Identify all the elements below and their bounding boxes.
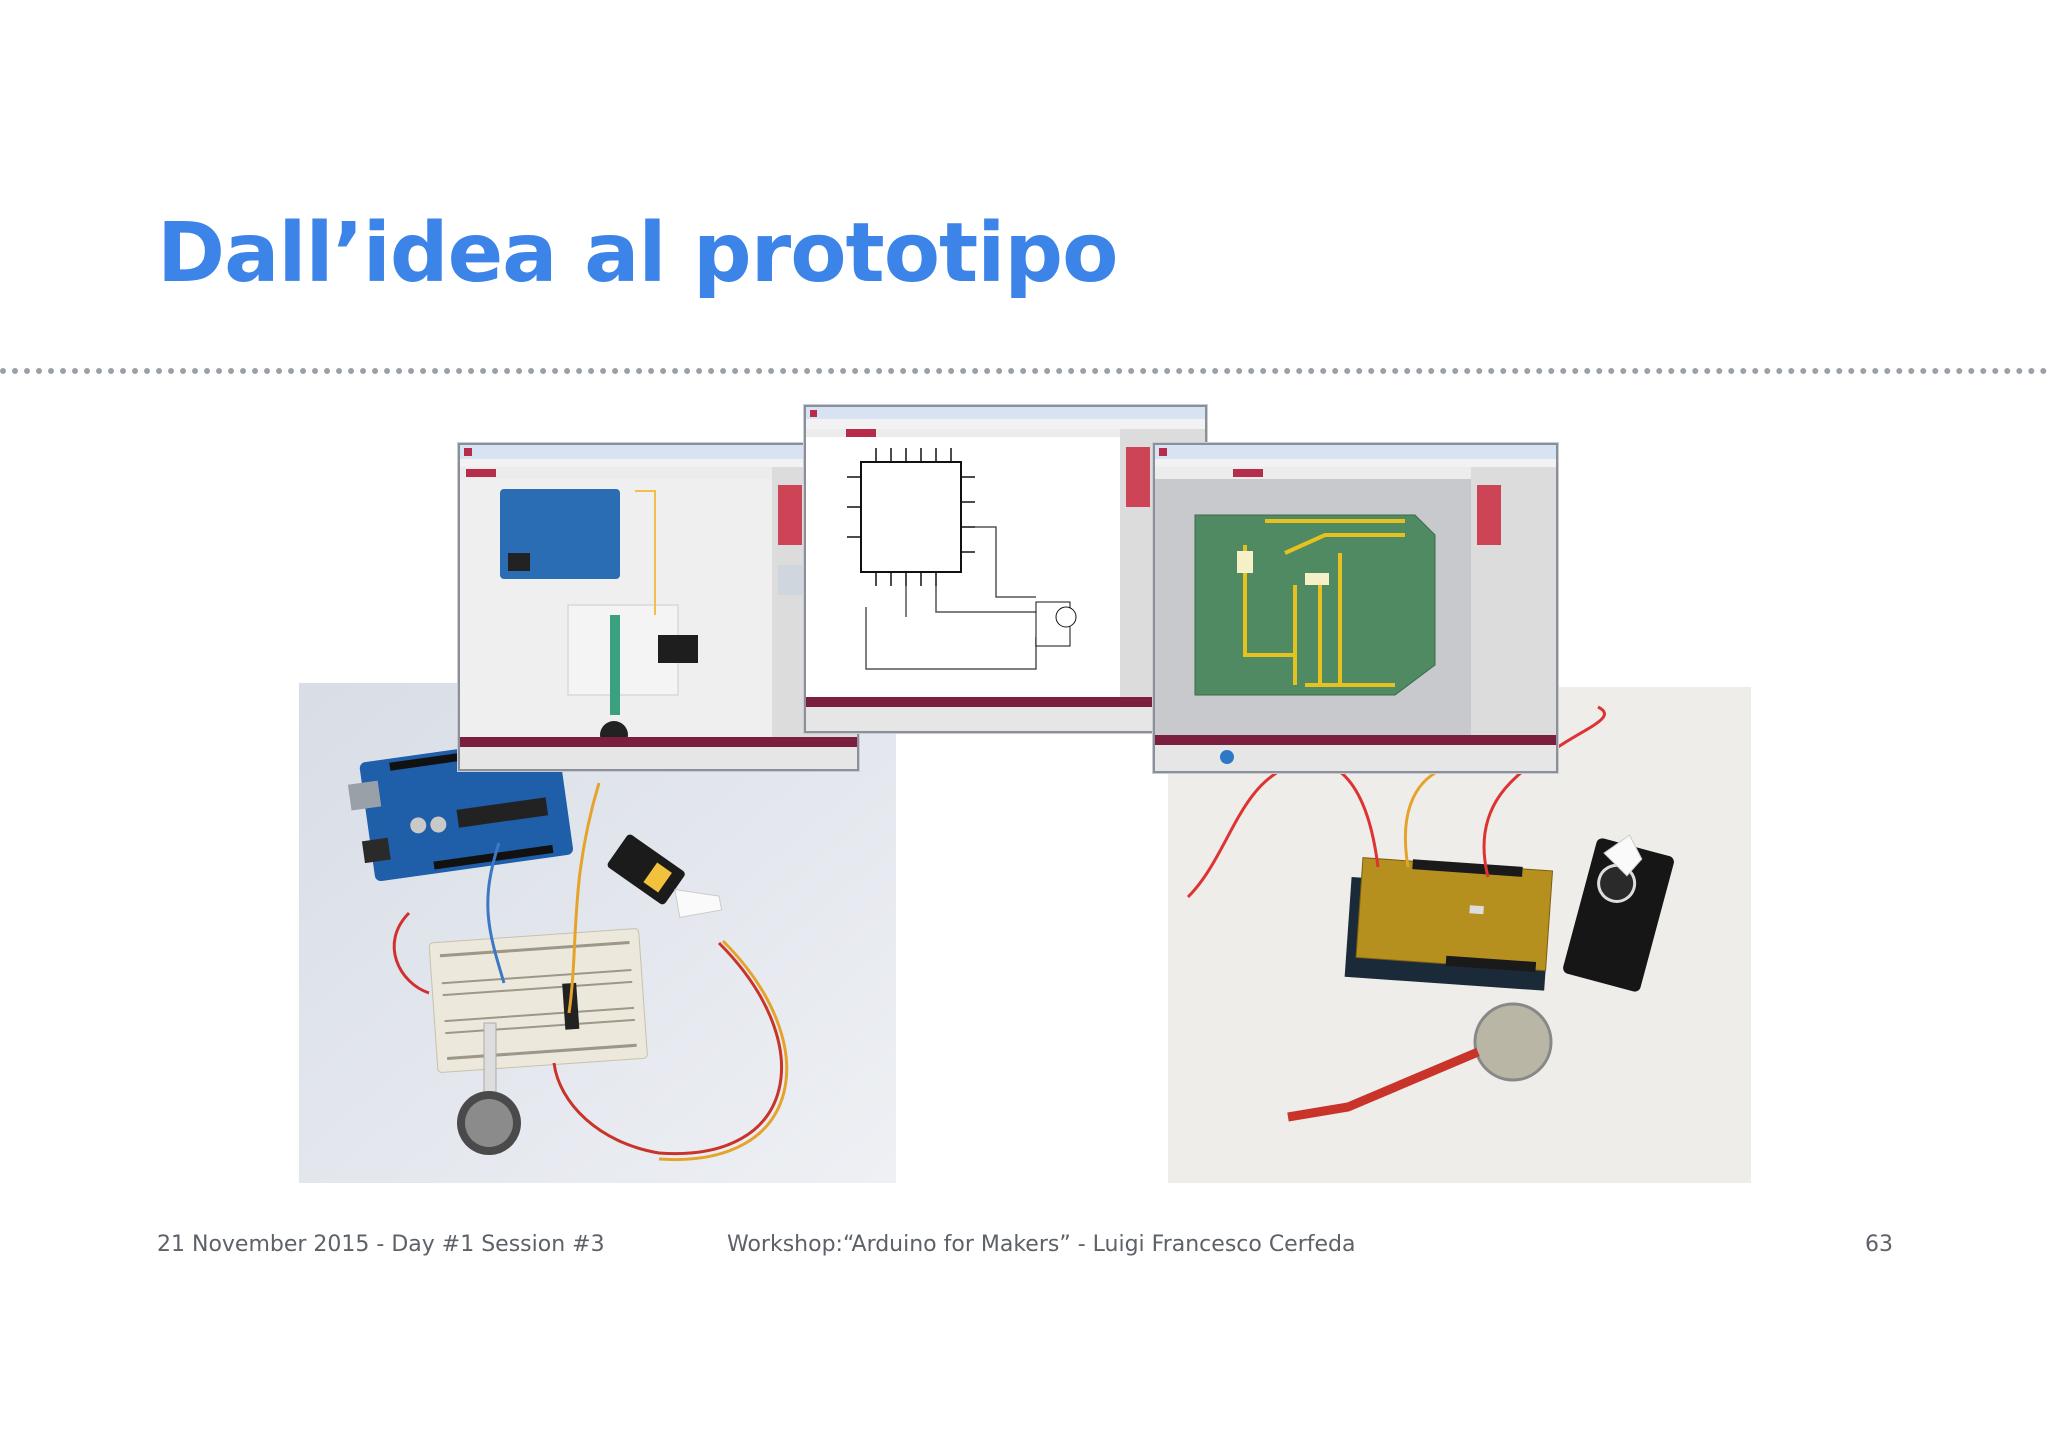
- footer-date: 21 November 2015 - Day #1 Session #3: [157, 1232, 605, 1257]
- screenshot-breadboard-view: [458, 443, 859, 771]
- dotted-divider: [0, 368, 2048, 374]
- footer-workshop: Workshop:“Arduino for Makers” - Luigi Fr…: [727, 1232, 1356, 1257]
- screenshot-pcb-view: [1153, 443, 1558, 773]
- page-number: 63: [1865, 1232, 1893, 1257]
- screenshot-schematic-view: [804, 405, 1207, 733]
- slide-title: Dall’idea al prototipo: [157, 206, 1118, 301]
